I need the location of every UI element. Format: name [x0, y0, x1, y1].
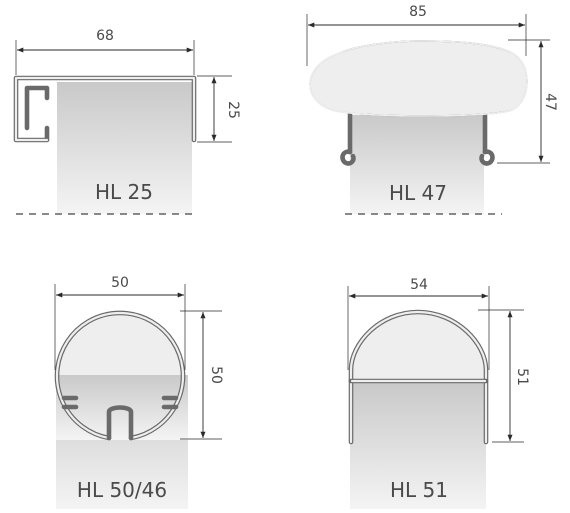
profile-hl51: 54 51 HL 51 — [347, 277, 530, 509]
hl47-name: HL 47 — [389, 181, 447, 205]
hl50-fins-right — [161, 395, 179, 410]
profile-hl50: 50 50 HL 50/46 — [54, 275, 224, 509]
hl47-cap-inner-highlight — [309, 40, 528, 117]
hl47-hook-right — [479, 149, 495, 166]
hl51-width-label: 54 — [410, 277, 428, 293]
hl51-height-label: 51 — [514, 368, 530, 386]
hl25-name: HL 25 — [95, 180, 153, 204]
hl25-width-label: 68 — [96, 28, 114, 44]
hl50-fins-left — [61, 395, 79, 410]
hl50-width-label: 50 — [111, 275, 129, 291]
hl51-post — [350, 382, 486, 509]
profile-hl25: 68 25 HL 25 — [13, 28, 241, 215]
hl51-dome — [350, 311, 487, 381]
hl25-post — [57, 82, 192, 214]
hl50-height-label: 50 — [208, 366, 224, 384]
hl50-name: HL 50/46 — [77, 478, 167, 502]
hl47-width-label: 85 — [409, 4, 427, 20]
hl25-cap-inner — [14, 76, 196, 142]
hl47-hook-left — [340, 149, 356, 166]
hl47-post — [350, 115, 484, 214]
hl51-name: HL 51 — [390, 478, 448, 502]
hl25-height-label: 25 — [225, 101, 241, 119]
hl51-dome-wall-inner — [349, 310, 488, 444]
hl50-slot — [106, 405, 134, 441]
hl47-height-label: 47 — [542, 93, 558, 111]
profile-hl47: 85 47 HL 47 — [306, 4, 558, 215]
